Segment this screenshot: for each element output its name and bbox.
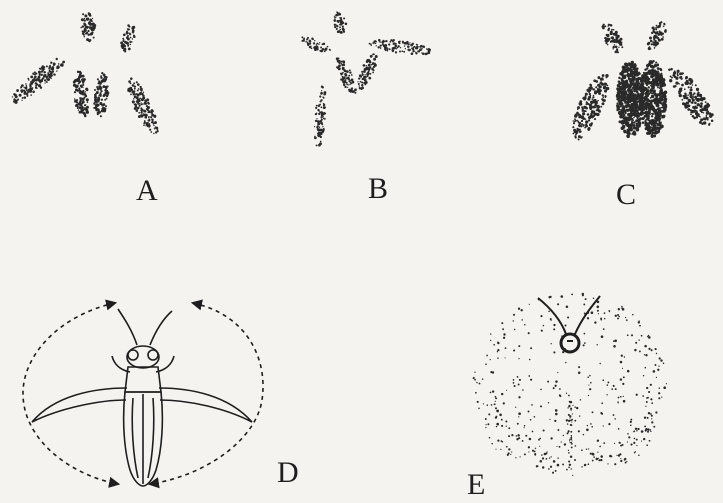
panel-e-stipple-disc: [473, 293, 668, 476]
insect-head: [127, 346, 159, 368]
panel-c-stipple-pattern: [572, 21, 713, 140]
right-wing: [159, 388, 252, 422]
insect-thorax: [125, 367, 161, 392]
panel-label-b: B: [368, 174, 388, 204]
right-eye: [148, 350, 158, 360]
panel-e-insect-head: [538, 296, 600, 352]
panel-label-e: E: [467, 470, 485, 500]
panel-a-stipple-pattern: [12, 12, 159, 134]
panel-b-stipple-pattern: [301, 11, 431, 146]
panel-label-d: D: [277, 458, 299, 488]
panel-d-insect-drawing: [23, 303, 263, 486]
panel-label-c: C: [616, 180, 636, 210]
panel-label-a: A: [136, 176, 158, 206]
panel-e-head: [561, 334, 579, 352]
left-eye: [128, 350, 138, 360]
panel-e-right-antenna: [575, 296, 600, 334]
left-wing-arc-arrow: [23, 303, 118, 484]
right-wing-arc-arrow: [150, 303, 263, 484]
right-antenna: [150, 311, 172, 345]
right-elytron-line: [148, 398, 154, 478]
left-antenna: [118, 309, 137, 345]
left-elytron-line: [132, 398, 138, 478]
left-wing: [32, 388, 127, 422]
